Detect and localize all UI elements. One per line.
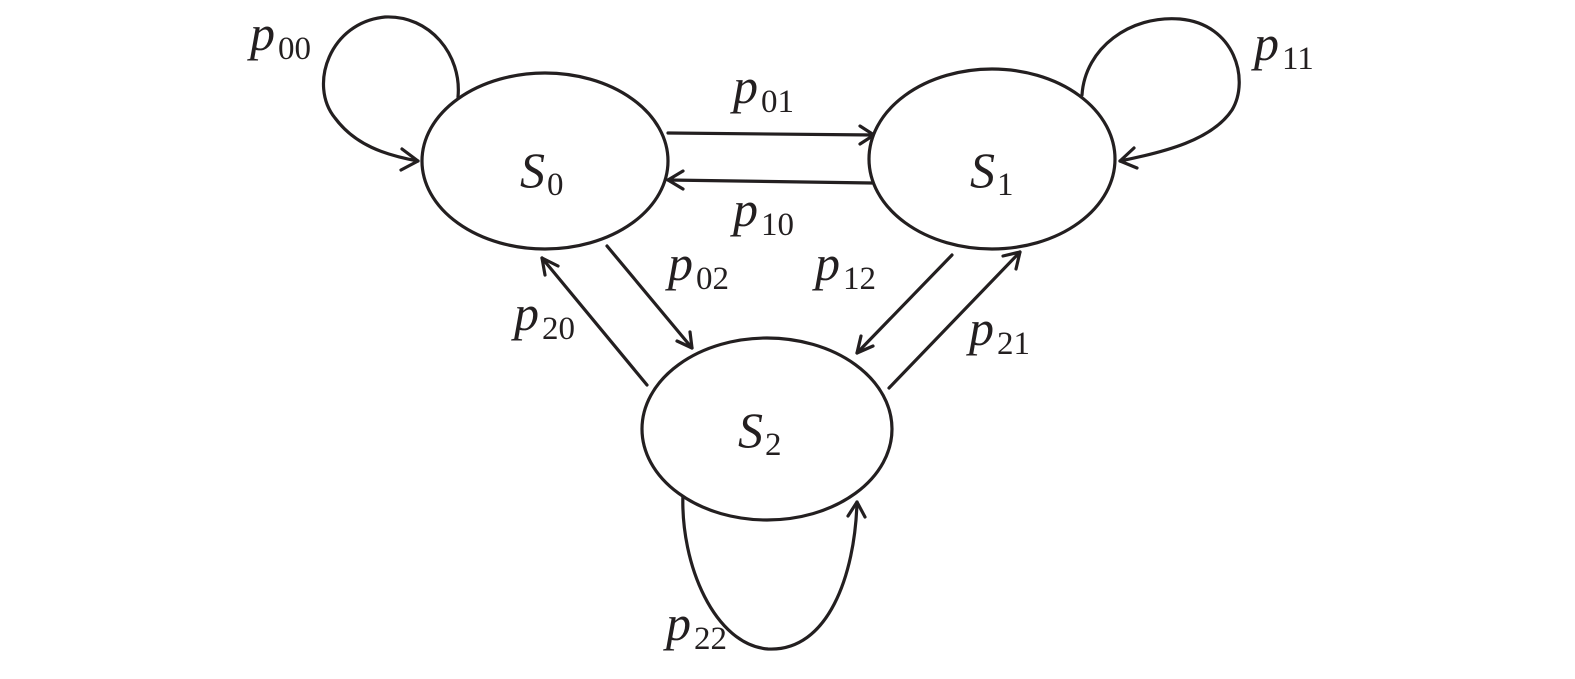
state-subscript: 0 <box>547 167 564 203</box>
state-label-s2: S2 <box>738 402 782 463</box>
edge-p01 <box>666 124 876 146</box>
transition-subscript: 00 <box>278 31 311 67</box>
transition-symbol: p <box>663 595 691 651</box>
transition-label-p21: p21 <box>966 300 1030 362</box>
transition-label-p12: p12 <box>812 235 876 297</box>
transition-label-p00: p00 <box>247 5 311 67</box>
transition-symbol: p <box>730 58 758 114</box>
transition-subscript: 12 <box>843 261 876 297</box>
state-s0 <box>420 71 670 251</box>
transition-symbol: p <box>247 5 275 61</box>
transition-label-p22: p22 <box>663 595 727 657</box>
transition-subscript: 11 <box>1282 41 1314 77</box>
edge-p10 <box>666 169 874 191</box>
state-symbol: S <box>738 402 763 458</box>
edge-p11 <box>1080 17 1241 170</box>
transition-label-p01: p01 <box>730 58 794 120</box>
transition-symbol: p <box>966 300 994 356</box>
transition-subscript: 22 <box>694 621 727 657</box>
transition-symbol: p <box>665 235 693 291</box>
transition-subscript: 02 <box>696 261 729 297</box>
transition-symbol: p <box>511 285 539 341</box>
edge-p00 <box>321 15 460 172</box>
edge-p12 <box>855 253 954 355</box>
edge-p02 <box>605 244 694 350</box>
edge-p22 <box>681 491 867 651</box>
state-subscript: 2 <box>765 427 782 463</box>
edge-p20 <box>540 256 649 387</box>
state-s2 <box>640 336 894 522</box>
transition-label-p20: p20 <box>511 285 575 347</box>
transition-subscript: 10 <box>761 207 794 243</box>
transition-symbol: p <box>730 181 758 237</box>
state-label-s0: S0 <box>520 142 564 203</box>
transition-label-p11: p11 <box>1251 15 1314 77</box>
transition-label-p10: p10 <box>730 181 794 243</box>
state-symbol: S <box>520 142 545 198</box>
transition-subscript: 01 <box>761 84 794 120</box>
edge-p21 <box>887 250 1022 390</box>
transition-label-p02: p02 <box>665 235 729 297</box>
state-subscript: 1 <box>997 167 1014 203</box>
state-symbol: S <box>970 142 995 198</box>
state-label-s1: S1 <box>970 142 1014 203</box>
transition-symbol: p <box>812 235 840 291</box>
state-s1 <box>867 67 1117 251</box>
transition-subscript: 20 <box>542 311 575 347</box>
transition-subscript: 21 <box>997 326 1030 362</box>
transition-symbol: p <box>1251 15 1279 71</box>
